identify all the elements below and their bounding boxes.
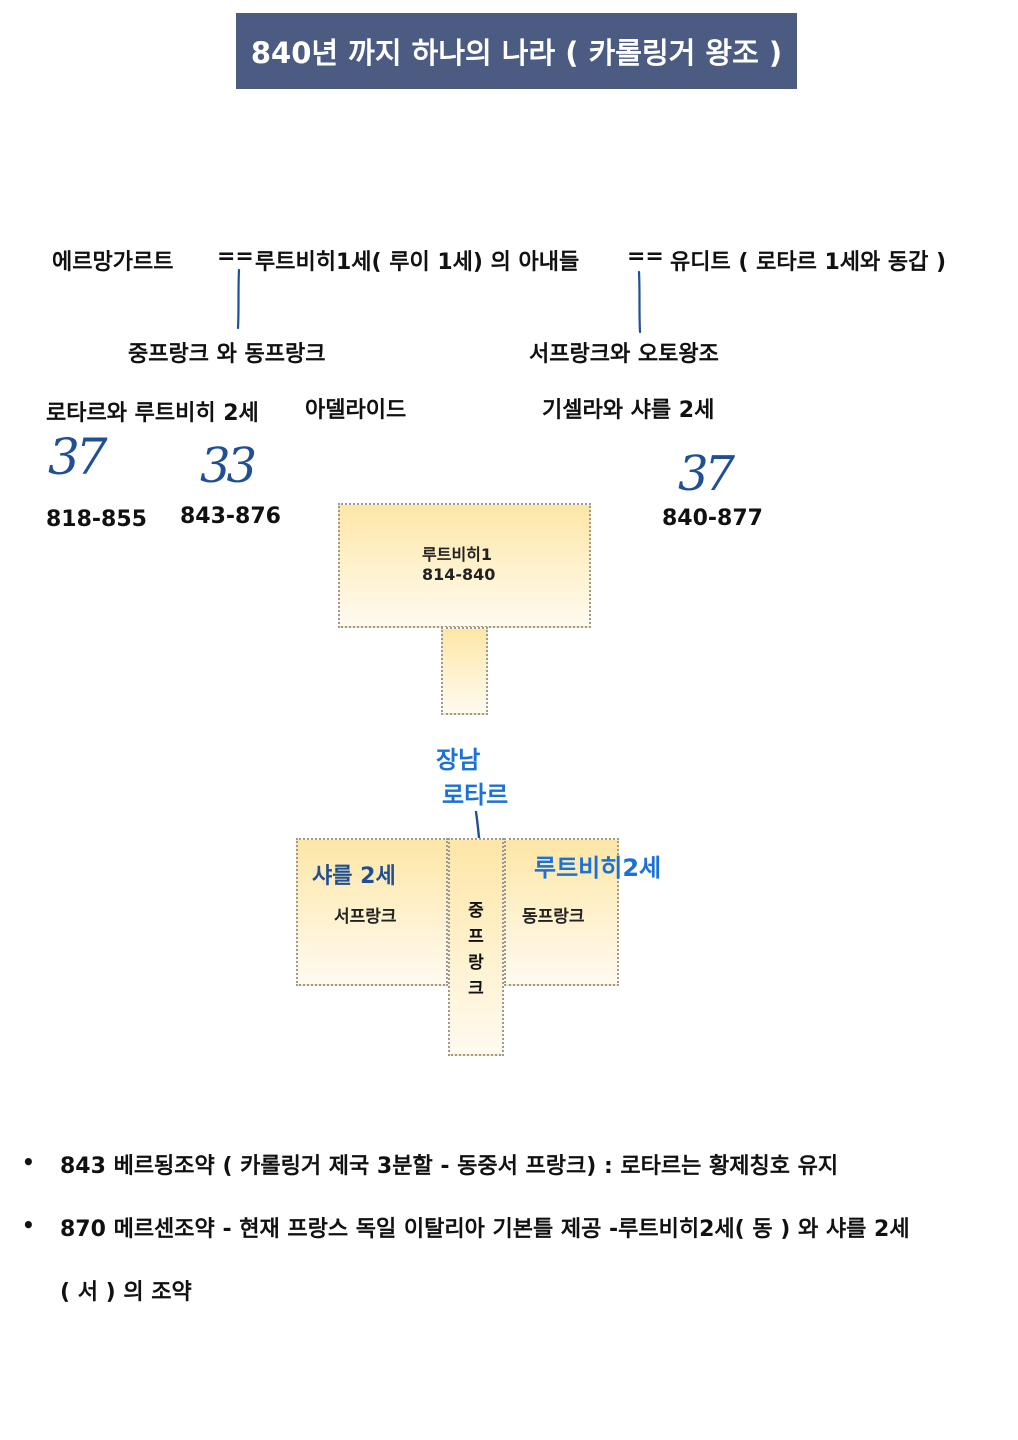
equals-right: == [627, 244, 664, 269]
handwritten-number-ludwig: 33 [200, 438, 257, 494]
child-adelaide: 아델라이드 [305, 398, 407, 423]
west-francia-box: 샤를 2세 서프랑크 [296, 838, 448, 986]
note-meerssen-treaty: 870 메르센조약 - 현재 프랑스 독일 이탈리아 기본틀 제공 -루트비히2… [60, 1217, 910, 1242]
branch-right-label: 서프랑크와 오토왕조 [529, 342, 719, 367]
middle-francia-char: 프 [468, 927, 484, 947]
west-francia-label: 서프랑크 [334, 907, 397, 927]
branch-left-label: 중프랑크 와 동프랑크 [128, 342, 326, 367]
middle-francia-box: 중 프 랑 크 [448, 838, 504, 1056]
middle-francia-char: 크 [468, 979, 484, 999]
east-francia-label: 동프랑크 [522, 907, 585, 927]
east-ruler-label: 루트비히2세 [534, 854, 662, 882]
louis-box-years: 814-840 [422, 565, 496, 584]
handwritten-number-lothar: 37 [48, 428, 108, 486]
wife-judith: 유디트 ( 로타르 1세와 동갑 ) [670, 250, 947, 275]
west-ruler-label: 샤를 2세 [312, 864, 396, 889]
louis-box: 루트비히1 814-840 [338, 503, 591, 628]
children-gisela-charles: 기셀라와 샤를 2세 [542, 398, 715, 423]
connector-line-right [637, 270, 642, 334]
eldest-son-label: 장남 [436, 746, 481, 774]
louis-wives-label: 루트비히1세( 루이 1세) 의 아내들 [255, 250, 580, 275]
east-francia-box: 동프랑크 [504, 838, 619, 986]
note-meerssen-treaty-cont: ( 서 ) 의 조약 [60, 1280, 192, 1305]
page-title: 840년 까지 하나의 나라 ( 카롤링거 왕조 ) [236, 13, 797, 89]
middle-francia-char: 랑 [468, 953, 484, 973]
children-lothar-ludwig: 로타르와 루트비히 2세 [46, 401, 259, 426]
years-lothar: 818-855 [46, 507, 147, 532]
handwritten-number-charles: 37 [678, 446, 735, 502]
louis-box-stem [441, 627, 488, 715]
wife-ermengard: 에르망가르트 [52, 250, 174, 275]
bullet-dot: • [22, 1213, 35, 1237]
years-ludwig2: 843-876 [180, 504, 281, 529]
connector-line-left [236, 268, 241, 330]
eldest-son-name: 로타르 [442, 781, 509, 809]
years-charles2: 840-877 [662, 506, 763, 531]
note-verdun-treaty: 843 베르됭조약 ( 카롤링거 제국 3분할 - 동중서 프랑크) : 로타르… [60, 1154, 839, 1179]
bullet-dot: • [22, 1150, 35, 1174]
equals-left: == [217, 244, 254, 269]
middle-francia-label: 중 프 랑 크 [450, 898, 502, 1002]
middle-francia-char: 중 [468, 901, 484, 921]
louis-box-name: 루트비히1 [422, 545, 493, 564]
